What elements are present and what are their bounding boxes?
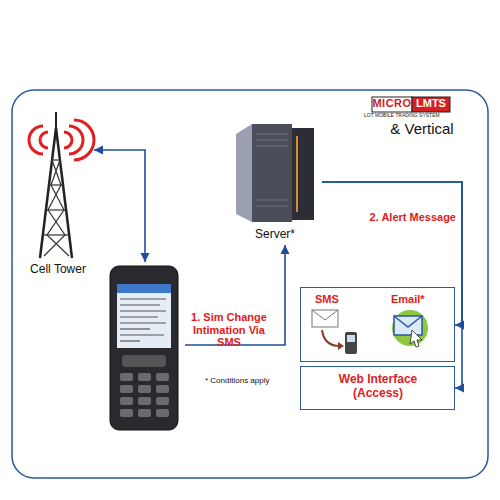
email-icon — [392, 310, 428, 347]
tower-illustration — [29, 112, 94, 258]
arrowhead — [94, 146, 103, 155]
node-label: Cell Tower — [14, 263, 102, 277]
arrowhead — [455, 384, 464, 393]
phone-keypad — [120, 373, 169, 417]
connector-line — [94, 150, 145, 262]
phone-illustration — [110, 266, 178, 430]
logo-frame — [412, 97, 450, 112]
tower-bracing — [43, 234, 69, 235]
envelope-icon — [394, 316, 422, 335]
tower-leg — [56, 128, 72, 258]
mobile-phone — [105, 262, 185, 434]
cursor-icon — [410, 330, 422, 347]
web-access-box: Web Interface (Access) — [300, 366, 455, 410]
node-label: Server* — [228, 228, 322, 242]
phone-body — [110, 266, 178, 430]
server-illustration — [236, 124, 314, 222]
phone-screen — [117, 284, 171, 348]
logo-frame — [372, 97, 412, 112]
envelope-flap — [312, 310, 338, 320]
alert-channel-box: SMS Email* — [300, 287, 455, 362]
signal-wave — [64, 132, 72, 148]
outer-frame — [12, 90, 488, 478]
logo-word: LMTS — [412, 97, 450, 110]
envelope-icon — [312, 310, 338, 327]
tower-bracing — [51, 159, 61, 160]
logo-suffix: & Vertical — [390, 120, 454, 137]
logo-tagline: LOT MOBILE TRADING SYSTEM — [364, 113, 464, 119]
tower-bracing — [46, 209, 66, 210]
server-front — [252, 124, 292, 222]
signal-wave — [74, 120, 94, 160]
arrowhead — [455, 321, 464, 330]
server: Server* — [228, 118, 322, 245]
channel-label: Email* — [391, 293, 441, 306]
tower-bracing — [48, 184, 64, 185]
send-arrow — [322, 330, 338, 346]
tower-mast — [55, 112, 57, 130]
step-label: 1. Sim Change Intimation Via SMS — [188, 311, 270, 349]
logo-graphic — [372, 97, 450, 112]
server-panel — [292, 128, 314, 220]
server-vents — [256, 134, 288, 206]
send-arrowhead — [338, 342, 344, 350]
envelope-flap — [394, 316, 422, 327]
connector-line — [322, 182, 462, 325]
sms-icon — [312, 310, 357, 354]
connector-line — [322, 182, 462, 388]
server-side — [236, 124, 252, 222]
screen-lines — [120, 299, 166, 341]
screen-bar — [117, 284, 171, 293]
box-label: Web Interface (Access) — [323, 373, 433, 401]
mini-screen — [347, 335, 355, 342]
tower-leg — [40, 128, 56, 258]
signal-wave — [40, 132, 48, 148]
arrowhead — [141, 253, 150, 262]
arrowhead — [281, 245, 290, 254]
channel-label: SMS — [315, 293, 355, 306]
mini-phone — [345, 332, 357, 354]
email-globe — [392, 310, 428, 346]
signal-wave — [29, 126, 43, 154]
footnote: * Conditions apply — [205, 376, 295, 385]
step-label: 2. Alert Message — [360, 211, 456, 224]
server-stripe — [296, 136, 298, 212]
tower-bracing — [44, 160, 69, 256]
signal-wave — [69, 126, 83, 154]
phone-nav — [122, 355, 166, 367]
connector — [322, 182, 464, 330]
connector — [94, 146, 150, 263]
cell-tower: Cell Tower — [22, 118, 94, 280]
logo-word: MICRO — [372, 97, 412, 110]
